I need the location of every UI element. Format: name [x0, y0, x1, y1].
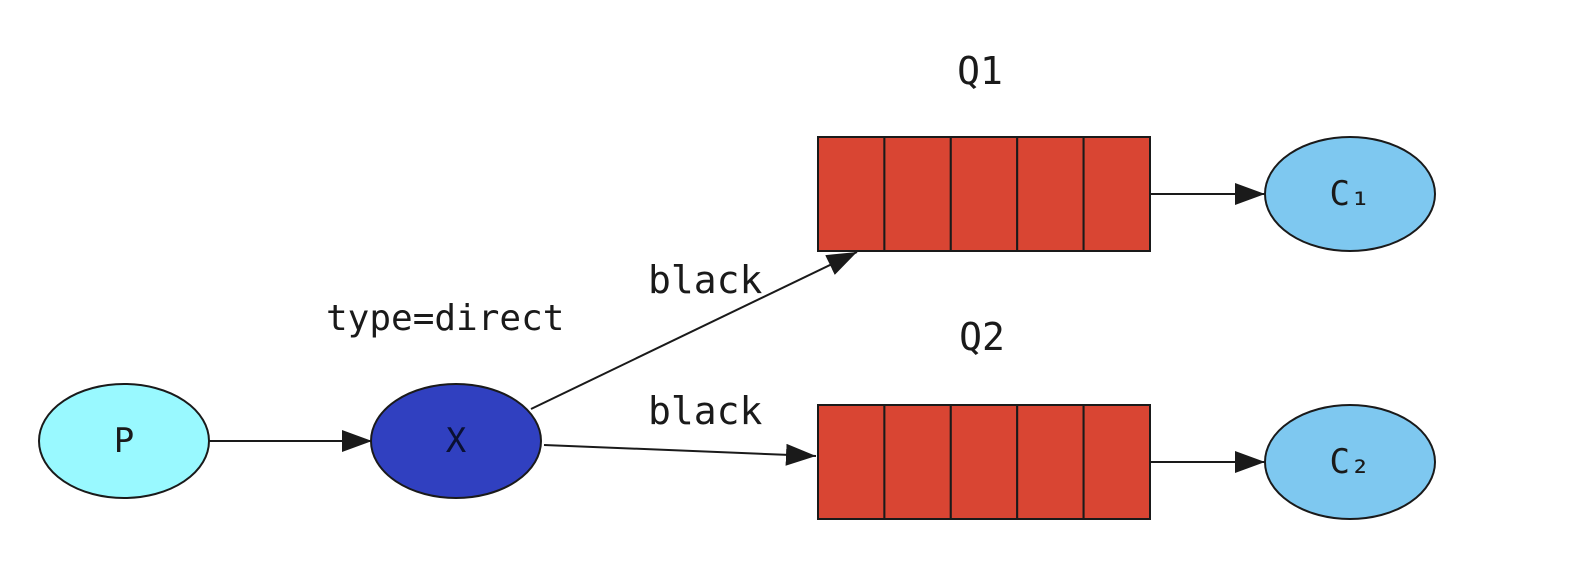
edge-x-to-q2: [543, 443, 817, 466]
edge-x-to-q1: [530, 251, 858, 410]
consumer-2-ellipse: [1264, 404, 1436, 520]
producer-node: P: [38, 383, 210, 499]
producer-ellipse: [38, 383, 210, 499]
queue-1-cell: [949, 136, 1019, 252]
queue-1: [817, 136, 1151, 252]
queue-2-cell: [949, 404, 1019, 520]
queue-2-label: Q2: [959, 315, 1005, 359]
consumer-1-node: C₁: [1264, 136, 1436, 252]
queue-1-cell: [817, 136, 886, 252]
queue-2-cell: [883, 404, 952, 520]
producer-label: P: [114, 421, 134, 461]
consumer-1-ellipse: [1264, 136, 1436, 252]
consumer-1-label: C₁: [1330, 174, 1371, 214]
queue-1-label: Q1: [957, 49, 1003, 93]
queue-2-cell: [817, 404, 886, 520]
exchange-type-label: type=direct: [326, 298, 564, 339]
exchange-node: X: [370, 383, 542, 499]
consumer-2-node: C₂: [1264, 404, 1436, 520]
queue-1-cell: [1082, 136, 1151, 252]
queue-2-cell: [1016, 404, 1085, 520]
exchange-ellipse: [370, 383, 542, 499]
queue-2-cell: [1082, 404, 1151, 520]
queue-2: [817, 404, 1151, 520]
consumer-2-label: C₂: [1330, 442, 1371, 482]
queue-2-binding-label: black: [648, 389, 763, 433]
exchange-label: X: [446, 421, 467, 461]
queue-1-cell: [883, 136, 952, 252]
queue-1-binding-label: black: [648, 258, 763, 302]
queue-1-cell: [1016, 136, 1085, 252]
